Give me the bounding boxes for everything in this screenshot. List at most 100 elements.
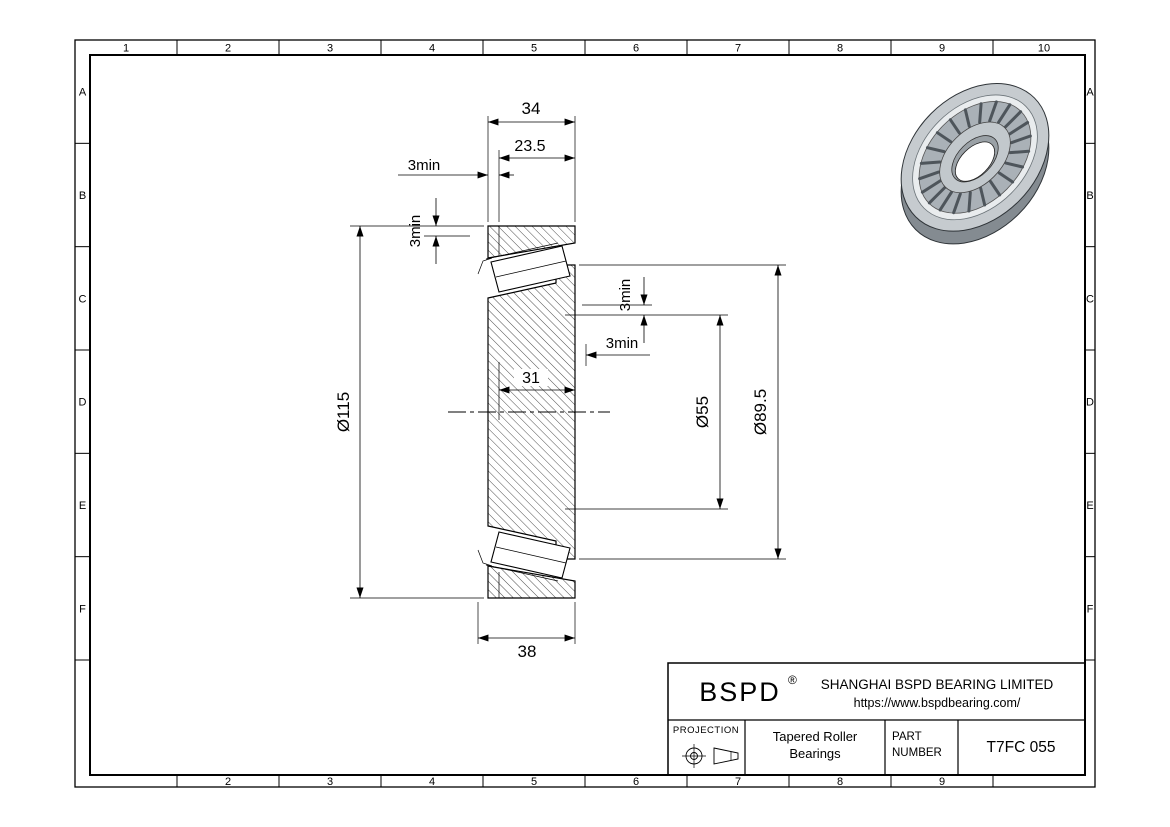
grid-label-left: F bbox=[79, 603, 86, 615]
outer-ring-section-top bbox=[487, 225, 576, 259]
part-number-label-line2: NUMBER bbox=[892, 747, 942, 759]
grid-label-top: 10 bbox=[1038, 43, 1050, 55]
bearing-3d-bore bbox=[954, 141, 996, 182]
cage-top-hook bbox=[477, 257, 493, 275]
company-website: https://www.bspdbearing.com/ bbox=[854, 696, 1021, 710]
brand-logo: BSPD bbox=[699, 677, 781, 707]
grid-label-right: A bbox=[1086, 87, 1094, 99]
grid-label-top: 6 bbox=[633, 43, 639, 55]
roller-stripe bbox=[1009, 134, 1032, 145]
roller-stripe bbox=[952, 192, 962, 215]
bearing-3d-rollers bbox=[918, 100, 1032, 215]
title-block-border bbox=[667, 662, 1086, 776]
grid-label-right: B bbox=[1086, 190, 1093, 202]
grid-label-top: 2 bbox=[225, 43, 231, 55]
grid-label-bottom: 6 bbox=[633, 776, 639, 788]
bearing-section-view bbox=[448, 225, 610, 599]
dim-inner-width-label: 38 bbox=[518, 642, 537, 661]
grid-label-right: E bbox=[1086, 500, 1093, 512]
grid-label-left: A bbox=[79, 87, 87, 99]
roller-stripe bbox=[963, 108, 971, 128]
roller-stripe bbox=[920, 179, 942, 194]
grid-label-left: B bbox=[79, 190, 86, 202]
company-name: SHANGHAI BSPD BEARING LIMITED bbox=[821, 677, 1054, 692]
outer-ring-section-bottom bbox=[487, 565, 576, 599]
roller-stripe bbox=[938, 190, 954, 212]
dim-bore-diameter: Ø55 bbox=[565, 314, 728, 510]
dim-back-clearance-label: 3min bbox=[606, 335, 639, 352]
dim-front-clearance: 3min bbox=[398, 157, 514, 179]
roller-stripe bbox=[1008, 120, 1030, 136]
dim-bore-diameter-label: Ø55 bbox=[693, 396, 712, 428]
registered-mark: ® bbox=[788, 673, 797, 687]
part-number-label-line1: PART bbox=[892, 731, 922, 743]
grid-label-left: D bbox=[79, 397, 87, 409]
cage-bottom-line bbox=[485, 564, 559, 582]
grid-label-right: C bbox=[1086, 293, 1094, 305]
grid-label-top: 9 bbox=[939, 43, 945, 55]
grid-label-right: F bbox=[1087, 603, 1094, 615]
dim-cup-width-label: 23.5 bbox=[514, 138, 545, 155]
grid-label-top: 4 bbox=[429, 43, 435, 55]
product-name-line2: Bearings bbox=[789, 746, 841, 761]
roller-stripe bbox=[997, 171, 1015, 184]
dimension-annotations: 34 23.5 3min 3min Ø115 bbox=[334, 99, 786, 661]
dim-rib-diameter: Ø89.5 bbox=[579, 264, 786, 560]
roller-stripe bbox=[1008, 149, 1031, 155]
roller-stripe bbox=[948, 118, 961, 135]
roller-stripe bbox=[935, 131, 953, 144]
dim-left-radial-clearance-label: 3min bbox=[407, 215, 424, 248]
dim-cone-width-label: 31 bbox=[522, 370, 540, 387]
part-number-value: T7FC 055 bbox=[987, 739, 1056, 756]
dim-front-clearance-label: 3min bbox=[408, 157, 441, 174]
projection-label: PROJECTION bbox=[673, 725, 739, 736]
dim-back-clearance: 3min bbox=[585, 335, 650, 366]
grid-label-right: D bbox=[1086, 397, 1094, 409]
title-block: BSPD ® SHANGHAI BSPD BEARING LIMITED htt… bbox=[667, 662, 1086, 776]
roller-stripe bbox=[1004, 161, 1025, 169]
grid-label-bottom: 5 bbox=[531, 776, 537, 788]
roller-top-midline bbox=[495, 260, 567, 278]
roller-bottom-midline bbox=[495, 546, 567, 564]
grid-label-top: 5 bbox=[531, 43, 537, 55]
grid-label-bottom: 9 bbox=[939, 776, 945, 788]
bearing-3d-view bbox=[900, 83, 1050, 245]
grid-label-left: E bbox=[79, 500, 86, 512]
dim-mask bbox=[514, 369, 548, 386]
inner-border bbox=[89, 54, 1086, 776]
roller-stripe bbox=[918, 170, 941, 181]
roller-stripe bbox=[989, 180, 1002, 197]
cage-top-line bbox=[485, 242, 559, 260]
dim-cone-width: 31 bbox=[498, 362, 575, 420]
roller-stripe bbox=[988, 100, 998, 123]
first-angle-projection-icon bbox=[682, 744, 739, 768]
roller-stripe bbox=[967, 190, 972, 213]
grid-label-bottom: 2 bbox=[225, 776, 231, 788]
roller-stripe bbox=[978, 102, 983, 124]
cage-bottom-hook bbox=[477, 549, 493, 567]
grid-label-top: 7 bbox=[735, 43, 741, 55]
dim-outer-diameter: Ø115 bbox=[334, 225, 484, 599]
roller-stripe bbox=[1003, 110, 1023, 129]
roller-stripe bbox=[979, 186, 987, 207]
dim-overall-width-label: 34 bbox=[522, 99, 541, 118]
grid-label-top: 1 bbox=[123, 43, 129, 55]
grid-label-top: 3 bbox=[327, 43, 333, 55]
dim-cup-width: 23.5 bbox=[498, 138, 575, 222]
grid-label-bottom: 7 bbox=[735, 776, 741, 788]
roller-stripe bbox=[996, 103, 1012, 124]
roller-stripe bbox=[927, 186, 947, 205]
dim-right-radial-clearance-label: 3min bbox=[617, 279, 634, 312]
grid-label-bottom: 3 bbox=[327, 776, 333, 788]
grid-label-bottom: 4 bbox=[429, 776, 435, 788]
grid-label-bottom: 8 bbox=[837, 776, 843, 788]
dim-rib-diameter-label: Ø89.5 bbox=[751, 389, 770, 435]
grid-label-top: 8 bbox=[837, 43, 843, 55]
product-name-line1: Tapered Roller bbox=[773, 729, 858, 744]
dim-outer-diameter-label: Ø115 bbox=[334, 392, 353, 432]
dim-right-radial-clearance: 3min bbox=[582, 277, 652, 343]
dim-overall-width: 34 bbox=[487, 99, 576, 222]
